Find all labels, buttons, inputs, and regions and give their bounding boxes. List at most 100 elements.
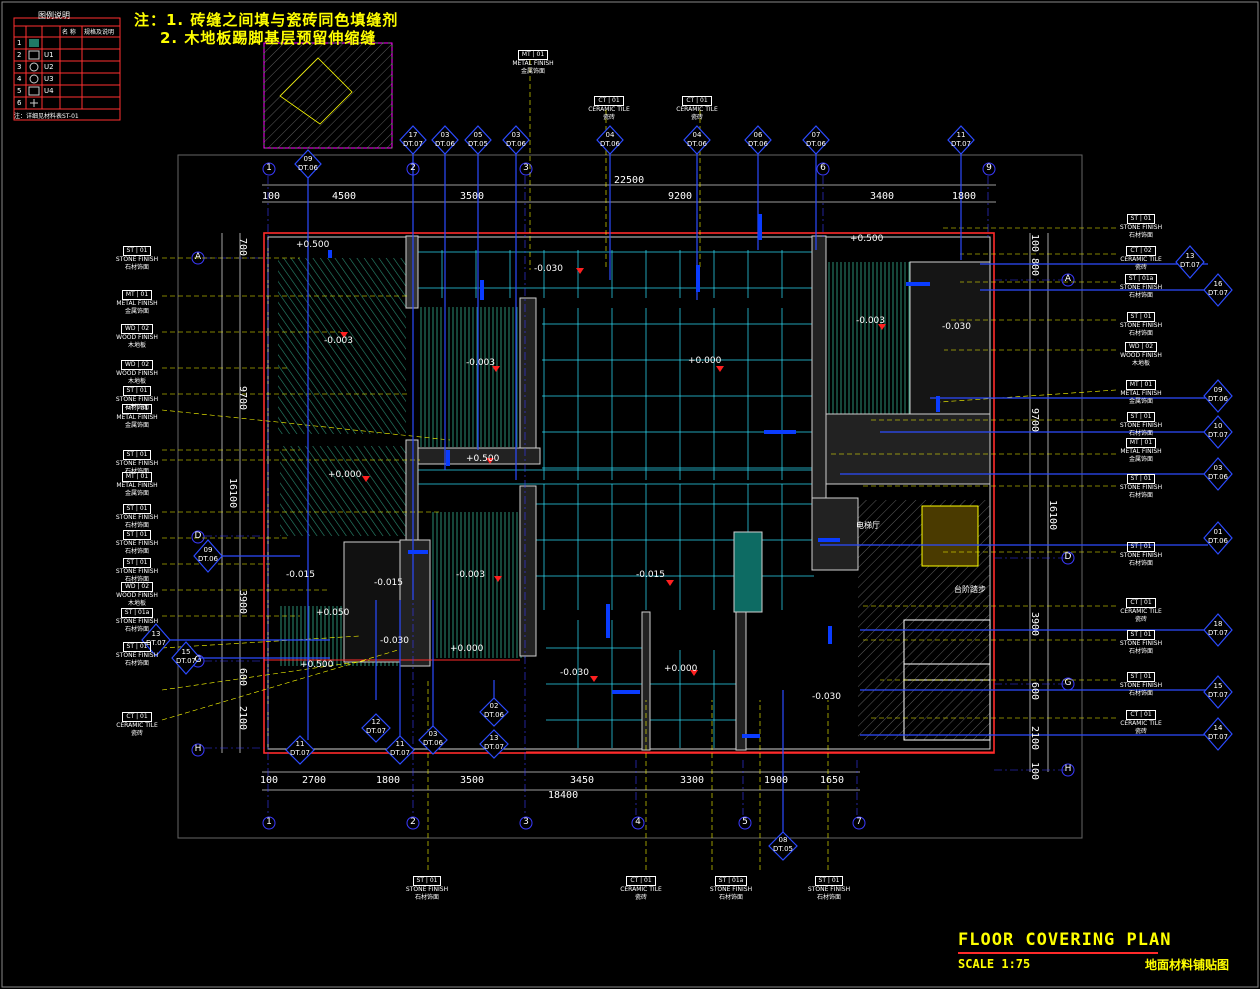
material-tag-name-cn: 木地板: [1131, 360, 1150, 367]
detail-callout-ref: DT.07: [1208, 691, 1228, 699]
right-dimension: 3900: [1029, 612, 1040, 637]
detail-callout-number: 09: [1213, 386, 1223, 394]
detail-callout-number: 11: [295, 740, 305, 748]
leader-lines: [161, 60, 1117, 870]
material-tag-code: WD | 02: [1124, 342, 1158, 352]
legend-row-number: 2: [17, 51, 22, 59]
material-tag-name: STONE FINISH: [709, 886, 753, 893]
floor-level-label: -0.003: [466, 358, 496, 368]
detail-callout-number: 11: [956, 131, 966, 139]
detail-callout-number: 16: [1213, 280, 1223, 288]
floor-level-label: +0.000: [664, 664, 698, 674]
top-overall-dimension: 22500: [614, 175, 645, 186]
detail-reference-block: [263, 42, 393, 149]
material-tag-name-cn: 金属饰面: [1128, 398, 1153, 405]
axis-bubble-top: 2: [410, 163, 416, 173]
detail-callout-ref: DT.07: [146, 639, 166, 647]
interior-walls: [264, 235, 994, 753]
detail-callout-ref: DT.06: [435, 140, 455, 148]
material-tag-name-cn: 石材饰面: [1128, 492, 1153, 499]
left-dimension: 600: [237, 668, 248, 687]
material-tag-name-cn: 石材饰面: [1128, 232, 1153, 239]
detail-callout-ref: DT.06: [1208, 395, 1228, 403]
axis-bubble-bottom: 1: [266, 817, 272, 827]
material-tag-name-cn: 瓷砖: [130, 730, 143, 737]
floor-level-label: +0.000: [450, 644, 484, 654]
material-tag-code: ST | 01: [1126, 542, 1156, 552]
level-markers: [340, 268, 886, 682]
axis-bubble-bottom: 3: [523, 817, 529, 827]
material-tag-name-cn: 木地板: [127, 378, 146, 385]
material-tag-name-cn: 瓷砖: [602, 114, 615, 121]
material-tag-name: STONE FINISH: [115, 540, 159, 547]
material-tag-code: WD | 02: [120, 360, 154, 370]
bottom-dimension: 100: [260, 775, 279, 786]
material-tag-name-cn: 石材饰面: [124, 522, 149, 529]
legend-row-number: 5: [17, 87, 22, 95]
material-tag-name-cn: 石材饰面: [414, 894, 439, 901]
detail-callout-number: 11: [395, 740, 405, 748]
material-tag-name: CERAMIC TILE: [620, 886, 662, 893]
plot-frame: [177, 154, 1083, 839]
material-tag-name-cn: 石材饰面: [816, 894, 841, 901]
detail-callout-number: 14: [1213, 724, 1223, 732]
axis-bubble-left: A: [194, 252, 202, 262]
material-tag-name: METAL FINISH: [116, 300, 158, 307]
material-tag-code: ST | 01: [1126, 412, 1156, 422]
material-tag-name: WOOD FINISH: [1120, 352, 1162, 359]
detail-callout-ref: DT.06: [506, 140, 526, 148]
material-tag-name: METAL FINISH: [1120, 448, 1162, 455]
material-tag-name: METAL FINISH: [116, 414, 158, 421]
detail-callout-ref: DT.06: [1208, 537, 1228, 545]
material-tag-name: STONE FINISH: [1119, 322, 1163, 329]
material-tag-name: STONE FINISH: [115, 514, 159, 521]
callout-lines: [150, 150, 1208, 838]
material-tag-name-cn: 瓷砖: [1134, 728, 1147, 735]
material-tag-name: STONE FINISH: [1119, 484, 1163, 491]
material-tag-code: ST | 01a: [714, 876, 748, 886]
material-tag-name-cn: 石材饰面: [124, 264, 149, 271]
legend-row-number: 1: [17, 39, 22, 47]
legend-row-code: U1: [44, 51, 54, 59]
material-tag-name-cn: 石材饰面: [1128, 292, 1153, 299]
floor-level-label: -0.015: [636, 570, 666, 580]
bottom-dimension: 3500: [460, 775, 485, 786]
detail-callout-number: 06: [753, 131, 763, 139]
right-dimension: 800: [1029, 258, 1040, 277]
material-tag-name: STONE FINISH: [115, 618, 159, 625]
material-tag-name: STONE FINISH: [1119, 640, 1163, 647]
right-dimension: 100: [1029, 234, 1040, 253]
detail-callout-ref: DT.07: [366, 727, 386, 735]
callout-markers-right: [1175, 245, 1233, 751]
material-tag-name-cn: 石材饰面: [124, 468, 149, 475]
detail-callout-number: 09: [203, 546, 213, 554]
top-dimension: 3400: [870, 191, 895, 202]
material-tag-name-cn: 石材饰面: [1128, 430, 1153, 437]
axis-bubble-bottom: 5: [742, 817, 748, 827]
detail-callout-ref: DT.07: [951, 140, 971, 148]
bottom-dimension: 3300: [680, 775, 705, 786]
detail-callout-number: 13: [151, 630, 161, 638]
material-tag-name-cn: 石材饰面: [1128, 560, 1153, 567]
material-tag-name: METAL FINISH: [1120, 390, 1162, 397]
detail-callout-ref: DT.07: [1180, 261, 1200, 269]
material-tag-name-cn: 石材饰面: [124, 548, 149, 555]
material-tag-name: STONE FINISH: [115, 652, 159, 659]
material-tag-code: MT | 01: [121, 472, 153, 482]
material-tag-name: STONE FINISH: [1119, 224, 1163, 231]
detail-callout-ref: DT.07: [484, 743, 504, 751]
